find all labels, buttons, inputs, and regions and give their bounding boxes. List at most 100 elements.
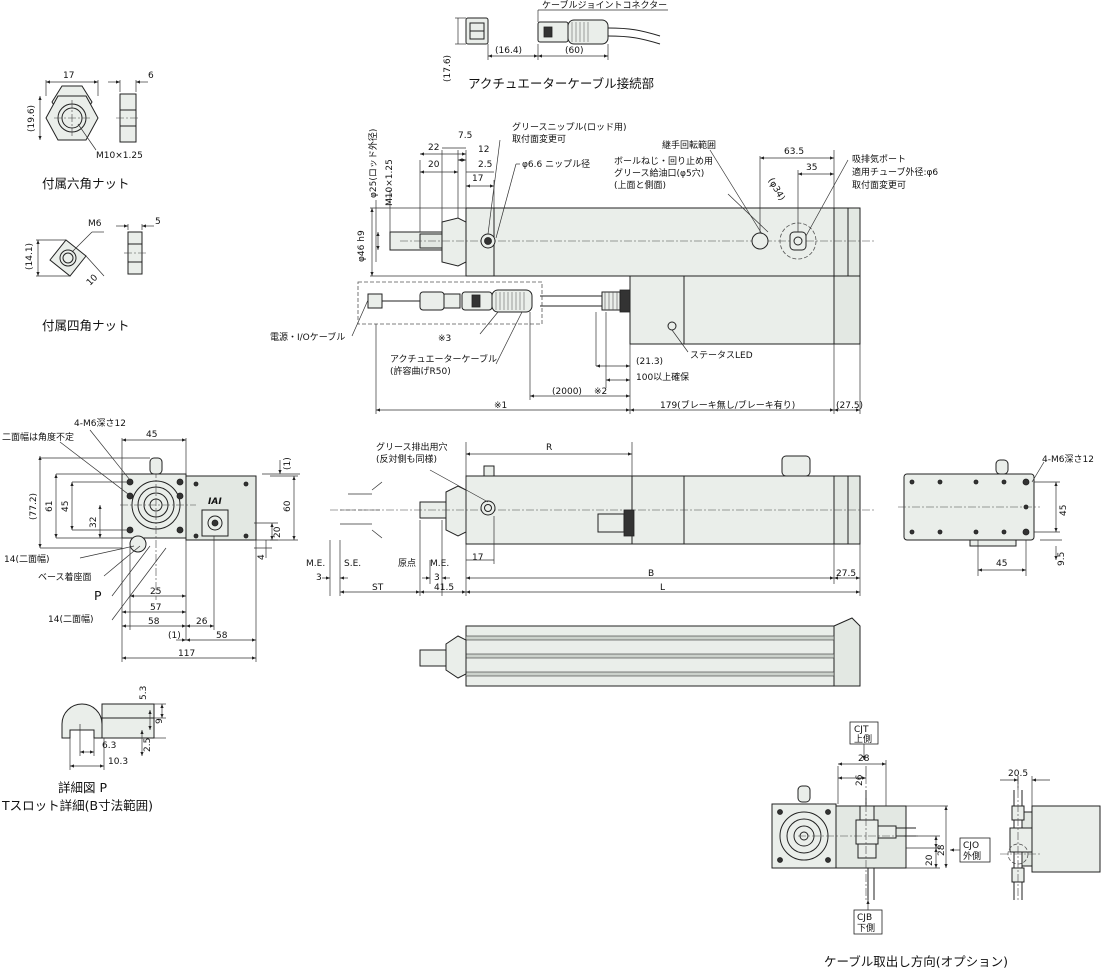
dim-58-right: 58 xyxy=(216,631,228,641)
dim-B: B xyxy=(648,569,654,579)
dim-27-5-side: 27.5 xyxy=(836,569,856,579)
label-cjb-2: 下側 xyxy=(857,922,875,934)
label-cjt-2: 上側 xyxy=(854,733,872,745)
dim-117: 117 xyxy=(178,649,195,659)
actuator-bottom-view xyxy=(419,617,861,687)
dim-note2: ※2 xyxy=(594,387,607,397)
dim-63-5: 63.5 xyxy=(784,147,804,157)
dim-35: 35 xyxy=(806,163,817,173)
dim-9: 9 xyxy=(155,718,165,724)
dim-26-cable: 26 xyxy=(855,774,865,786)
dim-25: 25 xyxy=(150,587,161,597)
cable-direction-option xyxy=(771,721,1101,935)
dim-41-5: 41.5 xyxy=(434,583,454,593)
dim-2000: (2000) xyxy=(552,387,582,397)
dim-m10-hex: M10×1.25 xyxy=(96,151,143,161)
label-two-face-14a: 14(二面幅) xyxy=(4,553,49,565)
label-note3: ※3 xyxy=(438,334,451,344)
label-grease-out-1: グリース排出用穴 xyxy=(376,441,448,453)
label-me-right: M.E. xyxy=(430,559,449,569)
dim-32: 32 xyxy=(89,517,99,528)
label-power-io-cable: 電源・I/Oケーブル xyxy=(270,331,345,343)
label-cjb-1: CJB xyxy=(857,913,872,923)
dim-m6-square: M6 xyxy=(88,219,102,229)
dim-16-4: (16.4) xyxy=(495,46,522,56)
caption-connector-section: アクチュエーターケーブル接続部 xyxy=(468,76,654,91)
label-m6-depth-right: 4-M6深さ12 xyxy=(1042,454,1094,465)
dim-45-left-v: 45 xyxy=(61,501,71,512)
dim-2-5-top: 2.5 xyxy=(478,160,492,170)
label-nipple-dia: φ6.6 ニップル径 xyxy=(522,158,590,170)
dim-phi25: φ25(ロッド外径) xyxy=(367,129,379,198)
caption-detail-p-sub: Tスロット詳細(B寸法範囲) xyxy=(1,798,153,813)
label-p-mark: P xyxy=(94,588,102,603)
logo-iai: IAI xyxy=(208,497,222,507)
dim-5-3: 5.3 xyxy=(139,686,149,700)
dim-45-right: 45 xyxy=(1059,505,1069,516)
dim-3-left: 3 xyxy=(316,573,322,583)
label-joint-rotation: 継手回転範囲 xyxy=(662,139,716,151)
label-two-face-14b: 14(二面幅) xyxy=(48,613,93,625)
caption-cable-direction: ケーブル取出し方向(オプション) xyxy=(824,954,1008,969)
caption-detail-p: 詳細図 P xyxy=(58,780,107,795)
dim-phi34: (φ34) xyxy=(765,177,786,203)
label-two-face-angle: 二面幅は角度不定 xyxy=(2,431,74,443)
dim-28-top: 28 xyxy=(858,754,870,764)
dim-L: L xyxy=(660,583,665,593)
label-status-led: ステータスLED xyxy=(690,350,753,361)
caption-hex-nut: 付属六角ナット xyxy=(42,176,130,191)
hex-nut xyxy=(38,80,148,151)
dim-7-5: 7.5 xyxy=(458,131,472,141)
label-origin: 原点 xyxy=(398,558,416,569)
dim-22: 22 xyxy=(428,143,439,153)
dim-17-6: (17.6) xyxy=(443,55,453,82)
dim-57: 57 xyxy=(150,603,161,613)
square-nut xyxy=(36,224,154,277)
label-actuator-cable-1: アクチュエーターケーブル xyxy=(390,353,497,365)
dim-10-3: 10.3 xyxy=(108,757,128,767)
end-view-right xyxy=(898,459,1062,576)
dim-45-right-h: 45 xyxy=(996,559,1007,569)
label-me-left: M.E. xyxy=(306,559,325,569)
caption-square-nut: 付属四角ナット xyxy=(42,318,130,333)
label-ball-screw-3: (上面と側面) xyxy=(614,179,666,191)
dim-20-top: 20 xyxy=(428,160,440,170)
label-cjo-1: CJO xyxy=(963,841,979,851)
dim-17-hex: 17 xyxy=(63,71,74,81)
dim-3-right: 3 xyxy=(434,573,440,583)
label-cable-joint-connector: ケーブルジョイントコネクター xyxy=(542,0,667,11)
dim-58-left: 58 xyxy=(148,617,160,627)
dim-17-side: 17 xyxy=(472,553,483,563)
dim-45-left: 45 xyxy=(146,430,157,440)
dim-1-left: (1) xyxy=(283,457,293,470)
dim-21-3: (21.3) xyxy=(636,357,663,367)
dim-20-cable: 20 xyxy=(925,854,935,866)
dim-phi46: φ46 h9 xyxy=(357,230,367,262)
label-grease-nipple-1: グリースニップル(ロッド用) xyxy=(512,121,627,133)
dim-17-top: 17 xyxy=(472,174,483,184)
label-grease-nipple-2: 取付面変更可 xyxy=(512,133,566,145)
label-ball-screw-1: ボールねじ・回り止め用 xyxy=(614,155,713,167)
dim-20-5: 20.5 xyxy=(1008,769,1028,779)
dim-6-hex: 6 xyxy=(148,71,154,81)
connector-section xyxy=(455,9,668,60)
dim-179: 179(ブレーキ無し/ブレーキ有り) xyxy=(660,399,795,411)
dim-100: 100以上確保 xyxy=(636,371,689,383)
dim-2-5-detail: 2.5 xyxy=(143,738,153,752)
actuator-side-view xyxy=(322,442,876,596)
dim-12: 12 xyxy=(478,145,489,155)
dim-14-1: (14.1) xyxy=(25,243,35,270)
label-m6-depth-left: 4-M6深さ12 xyxy=(74,418,126,429)
label-base-surface: ベース着座面 xyxy=(38,571,92,583)
dim-60-left: 60 xyxy=(283,500,293,512)
dim-5-square: 5 xyxy=(155,217,161,227)
dim-m10-vertical: M10×1.25 xyxy=(385,159,395,206)
dim-note1: ※1 xyxy=(494,401,507,411)
label-exhaust-2: 適用チューブ外径:φ6 xyxy=(852,166,938,178)
label-ball-screw-2: グリース給油口(φ5穴) xyxy=(614,167,704,179)
dim-20-left: 20 xyxy=(273,526,283,538)
dim-R: R xyxy=(546,443,552,453)
dim-ST: ST xyxy=(372,583,384,593)
dim-26: 26 xyxy=(196,617,208,627)
